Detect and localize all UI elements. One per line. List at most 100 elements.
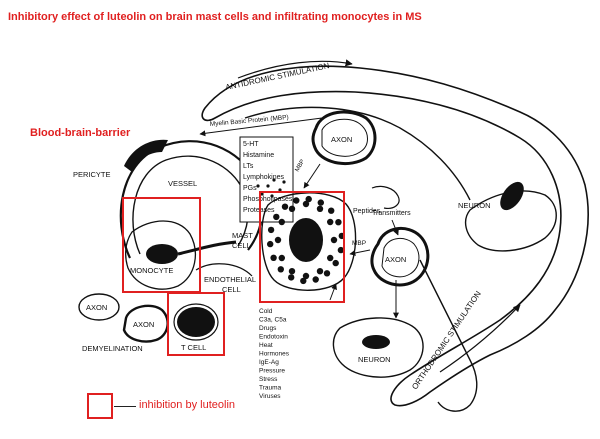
t-cell-label: T CELL xyxy=(181,343,206,352)
released-granule xyxy=(266,184,270,188)
axon-left xyxy=(78,293,120,321)
legend-line xyxy=(114,406,136,407)
granule xyxy=(302,200,310,208)
granule xyxy=(302,272,310,280)
transmitters-label: Transmitters xyxy=(372,210,411,217)
released-granule xyxy=(260,192,264,196)
granule xyxy=(293,197,300,204)
granule xyxy=(327,218,334,226)
granule xyxy=(274,236,282,244)
inhibition-box-mast-cell xyxy=(259,191,345,303)
inhibition-box-t-cell xyxy=(167,292,225,356)
neuron-right-label: NEURON xyxy=(458,201,491,210)
granule xyxy=(317,199,324,206)
granule xyxy=(273,213,280,221)
released-granules xyxy=(256,178,286,198)
legend-label: inhibition by luteolin xyxy=(139,399,236,411)
mbp-small-arrow xyxy=(303,163,321,189)
mast-cell-label-2: CELL xyxy=(232,241,251,250)
pericyte-shape xyxy=(124,139,168,172)
released-granule xyxy=(270,194,274,198)
stimulus-item: Heat xyxy=(259,342,273,349)
pericyte-label: PERICYTE xyxy=(73,170,111,179)
granule xyxy=(288,274,295,281)
mbp-right-label: MBP xyxy=(352,240,366,247)
stimulus-item: Cold xyxy=(259,308,273,315)
orthodromic-label: ORTHODROMIC STIMULATION xyxy=(410,289,483,391)
stimulus-item: Hormones xyxy=(259,351,290,358)
axon-left2-myelin xyxy=(122,304,169,343)
stimulus-item: Stress xyxy=(259,376,278,383)
stimulus-item: Pressure xyxy=(259,368,285,375)
mbp-arrow xyxy=(199,117,323,137)
axon-top-myelin xyxy=(311,110,377,166)
granule xyxy=(332,259,339,267)
stimulus-item: Endotoxin xyxy=(259,334,288,341)
transmitter-arrow xyxy=(391,219,399,236)
mediator-item: Phospholipases xyxy=(243,196,293,203)
mast-cell-granules xyxy=(267,195,345,285)
stimulus-item: Viruses xyxy=(259,393,281,400)
axon-mid-label: AXON xyxy=(385,255,406,264)
granule xyxy=(300,277,307,285)
mediator-item: PGs xyxy=(243,185,257,192)
t-cell-nucleus xyxy=(177,307,215,337)
neuron-bottom-nucleus xyxy=(362,335,390,349)
granule xyxy=(327,254,334,262)
nerve-fiber-lower xyxy=(419,259,478,412)
granule xyxy=(312,276,319,283)
nerve-fiber xyxy=(244,106,471,201)
released-granule xyxy=(282,180,286,184)
stimulus-item: Trauma xyxy=(259,385,282,392)
neuron-bottom-label: NEURON xyxy=(358,355,391,364)
nerve-outline xyxy=(201,65,589,407)
demyelination-label: DEMYELINATION xyxy=(82,344,143,353)
inhibition-box-monocyte xyxy=(122,197,201,293)
mediator-item: Histamine xyxy=(243,152,274,159)
granule xyxy=(267,240,274,248)
neuron-right-nucleus xyxy=(500,181,524,211)
axon-top-inner xyxy=(321,118,368,157)
vessel-wall-inner xyxy=(132,155,249,255)
granule xyxy=(337,246,345,254)
mast-cell-label: MAST xyxy=(232,231,253,240)
released-granule xyxy=(256,184,260,188)
granule xyxy=(278,254,285,262)
granule xyxy=(328,207,335,214)
granule xyxy=(305,195,312,203)
monocyte-extension xyxy=(177,240,237,256)
mast-cell-nucleus xyxy=(289,218,323,262)
granule xyxy=(288,268,296,275)
mediator-item: 5-HT xyxy=(243,141,259,148)
legend-swatch xyxy=(87,393,113,419)
blood-brain-barrier-label: Blood-brain-barrier xyxy=(30,127,131,139)
granule xyxy=(277,266,284,273)
released-granule xyxy=(272,178,276,182)
vessel-label: VESSEL xyxy=(168,179,197,188)
stimulus-item: C3a, C5a xyxy=(259,317,287,324)
granule xyxy=(323,270,331,277)
mediator-item: Lymphokines xyxy=(243,174,284,181)
orthodromic-arrow xyxy=(439,304,521,373)
endothelial-label-2: CELL xyxy=(222,285,241,294)
axon-left-label: AXON xyxy=(86,303,107,312)
mediator-item: LTs xyxy=(243,163,254,170)
mbp-right-arrow xyxy=(349,249,371,256)
endothelial-label: ENDOTHELIAL xyxy=(204,275,256,284)
axon-mid-inner xyxy=(381,238,420,278)
stimulus-item: Drugs xyxy=(259,325,277,332)
monocyte-label: MONOCYTE xyxy=(130,266,173,275)
granule xyxy=(267,226,275,234)
granule xyxy=(316,205,324,212)
t-cell-body xyxy=(173,303,219,341)
nerve-terminal xyxy=(371,185,400,209)
antidromic-arrow xyxy=(237,59,353,79)
axon-mid-myelin xyxy=(370,227,430,287)
figure-title: Inhibitory effect of luteolin on brain m… xyxy=(8,11,422,23)
granule xyxy=(335,219,342,226)
axon-left2-label: AXON xyxy=(133,320,154,329)
granule xyxy=(316,268,324,275)
granule xyxy=(278,218,285,226)
